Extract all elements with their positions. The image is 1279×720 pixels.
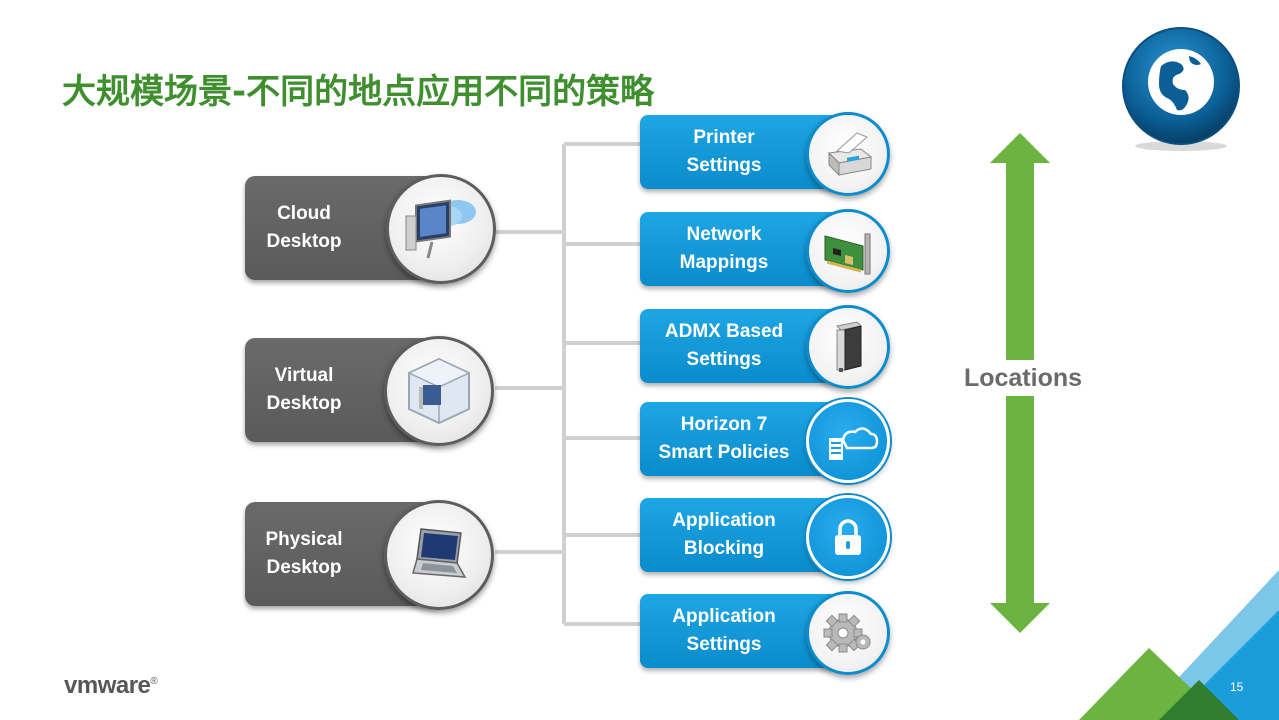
source-label: Cloud Desktop [266,203,342,252]
policy-label: ADMX Based Settings [664,321,784,370]
gear-icon [806,591,890,675]
policy-label: Network Mappings [679,224,769,273]
source-label: Virtual Desktop [266,365,342,414]
lock-icon [806,495,890,579]
locations-label: Locations [954,360,1092,396]
source-label: Physical Desktop [265,529,343,578]
policy-label: Horizon 7 Smart Policies [658,414,790,463]
virtual-desktop-icon [384,336,494,446]
printer-icon [806,112,890,196]
building-cloud-icon [806,399,890,483]
policy-application-settings: Application Settings [640,594,840,668]
globe-icon [1117,26,1245,154]
corner-decoration [1079,570,1279,720]
server-icon [806,305,890,389]
policy-admx-based-settings: ADMX Based Settings [640,309,840,383]
vmware-logo: vmware® [64,672,158,700]
policy-label: Application Blocking [672,510,776,559]
vmware-logo-text: vmware [64,672,151,699]
registered-mark: ® [150,676,158,687]
cloud-desktop-icon [386,174,496,284]
policy-label: Printer Settings [686,127,762,176]
network-card-icon [806,209,890,293]
page-number: 15 [1230,680,1244,694]
policy-label: Application Settings [672,606,776,655]
slide-title: 大规模场景-不同的地点应用不同的策略 [62,72,655,112]
laptop-icon [384,500,494,610]
